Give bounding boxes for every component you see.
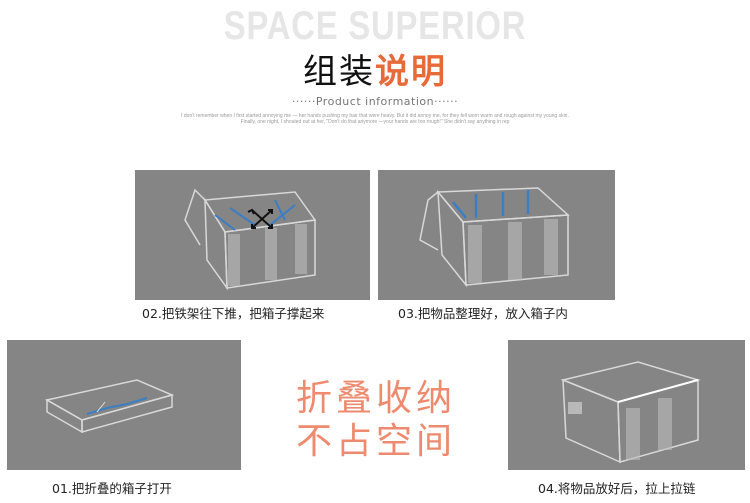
step-3-caption: 03.把物品整理好，放入箱子内 xyxy=(398,306,568,321)
step-2-photo xyxy=(135,170,370,300)
step-4-caption: 04.将物品放好后，拉上拉链 xyxy=(538,481,696,496)
fine-text-line-1: I don't remember when I first started an… xyxy=(181,113,569,119)
step-1-photo xyxy=(7,340,241,470)
title-accent: 说明 xyxy=(375,52,447,92)
page-title: 组装说明 xyxy=(0,44,750,93)
title-plain: 组装 xyxy=(303,52,375,92)
step-1-caption: 01.把折叠的箱子打开 xyxy=(52,481,172,496)
background-title: SPACE SUPERIOR xyxy=(223,4,527,48)
fine-text-line-2: Finally, one night, I shouted out at her… xyxy=(240,119,510,125)
slogan-line-1: 折叠收纳 xyxy=(296,378,457,419)
step-3-photo xyxy=(378,170,615,300)
step-4-photo xyxy=(508,340,745,470)
slogan-line-2: 不占空间 xyxy=(296,421,457,462)
subtitle: ······Product information······ xyxy=(291,95,459,108)
step-2-caption: 02.把铁架往下推，把箱子撑起来 xyxy=(142,306,325,321)
